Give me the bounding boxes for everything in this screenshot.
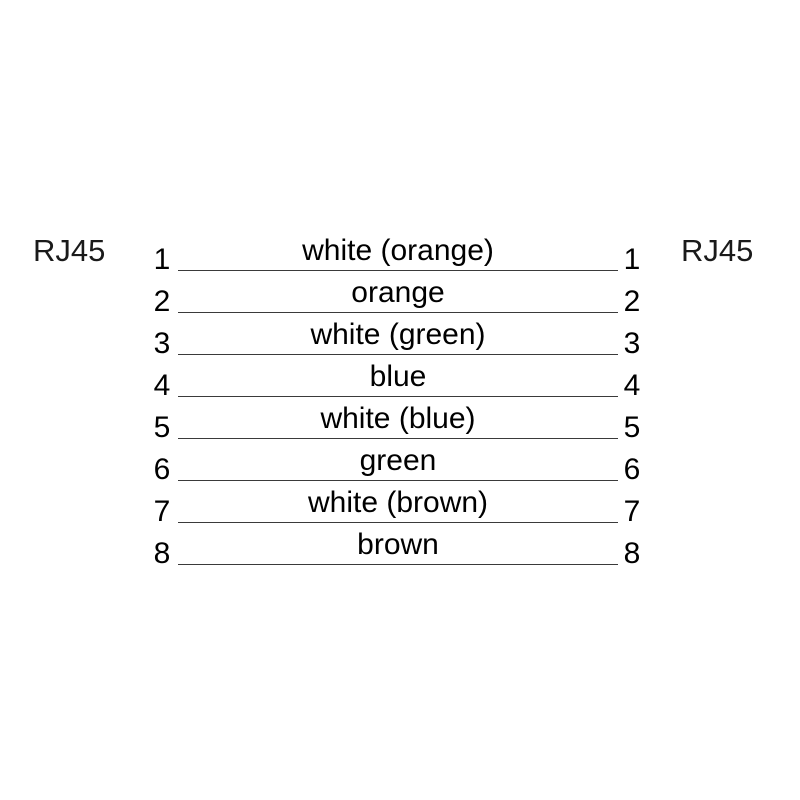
left-pin-number: 7 <box>153 495 171 528</box>
left-connector-label: RJ45 <box>33 233 106 268</box>
conductor-line <box>178 564 618 565</box>
conductor-line <box>178 522 618 523</box>
left-pin-number: 3 <box>153 327 171 360</box>
right-pin-number: 1 <box>623 243 641 276</box>
right-pin-number: 7 <box>623 495 641 528</box>
conductor-line <box>178 438 618 439</box>
conductor-line <box>178 480 618 481</box>
wire-label: green <box>359 444 437 477</box>
conductor-line <box>178 312 618 313</box>
left-pin-number: 6 <box>153 453 171 486</box>
left-pin-number: 2 <box>153 285 171 318</box>
conductor-line <box>178 396 618 397</box>
conductor-line <box>178 354 618 355</box>
wire-label: white (orange) <box>302 234 494 267</box>
wire-label: blue <box>369 360 427 393</box>
left-pin-number: 4 <box>153 369 171 402</box>
right-pin-number: 5 <box>623 411 641 444</box>
left-pin-number: 5 <box>153 411 171 444</box>
wire-label: brown <box>357 528 439 561</box>
left-pin-number: 1 <box>153 243 171 276</box>
right-pin-number: 4 <box>623 369 641 402</box>
wire-label: white (green) <box>310 318 486 351</box>
left-pin-number: 8 <box>153 537 171 570</box>
conductor-line <box>178 270 618 271</box>
right-connector-label: RJ45 <box>681 233 754 268</box>
right-pin-number: 2 <box>623 285 641 318</box>
right-pin-number: 8 <box>623 537 641 570</box>
right-pin-number: 3 <box>623 327 641 360</box>
wire-label: white (brown) <box>307 486 489 519</box>
wire-label: white (blue) <box>320 402 476 435</box>
right-pin-number: 6 <box>623 453 641 486</box>
wire-label: orange <box>351 276 445 309</box>
